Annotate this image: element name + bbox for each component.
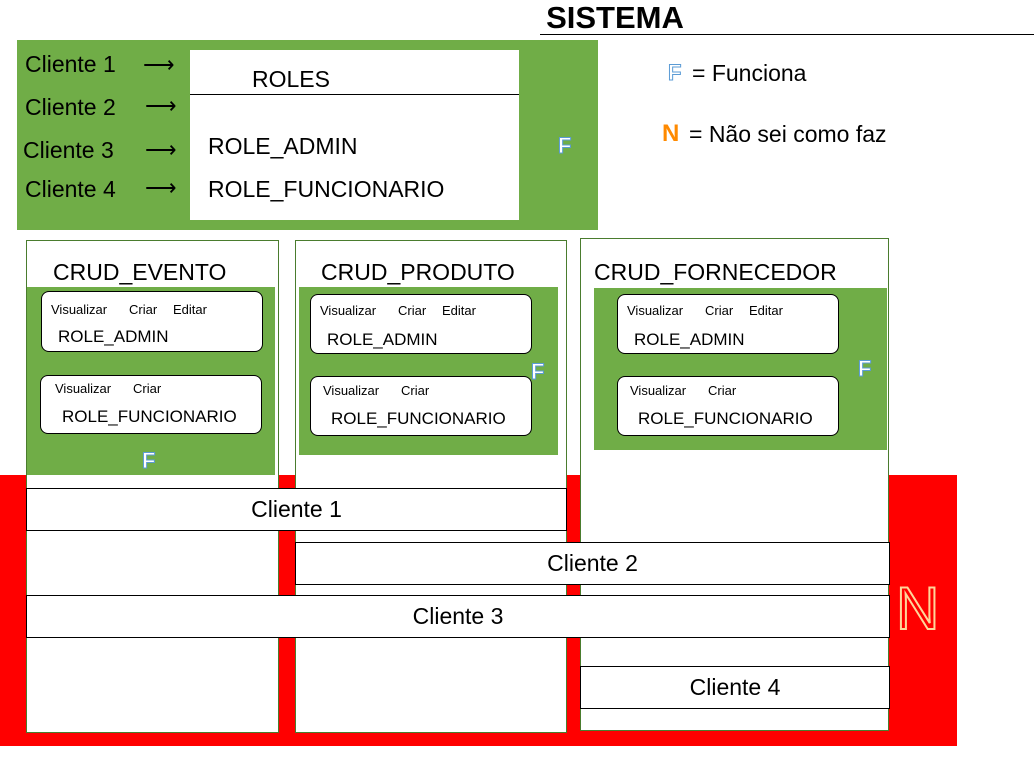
perm-criar: Criar (398, 303, 427, 318)
card-role-funcionario: ROLE_FUNCIONARIO (331, 409, 506, 428)
perm-visualizar: Visualizar (51, 302, 108, 317)
perm-editar: Editar (749, 303, 783, 318)
perm-criar: Criar (133, 381, 162, 396)
perm-visualizar: Visualizar (55, 381, 112, 396)
perm-editar: Editar (442, 303, 476, 318)
funcionario-permission-card: Visualizar Criar ROLE_FUNCIONARIO (617, 376, 839, 436)
card-role-funcionario: ROLE_FUNCIONARIO (638, 409, 813, 428)
perm-criar: Criar (705, 303, 734, 318)
legend-n-icon: N (662, 120, 680, 147)
top-client-2: Cliente 2 (25, 94, 116, 120)
top-client-1: Cliente 1 (25, 51, 116, 77)
n-status-icon: N (895, 575, 940, 642)
arrow-icon: ⟶ (145, 137, 177, 162)
crud-evento-title: CRUD_EVENTO (53, 259, 227, 285)
client-bar-1: Cliente 1 (26, 488, 567, 531)
f-status-icon: F (557, 133, 572, 158)
diagram-title: SISTEMA (546, 0, 684, 35)
arrow-icon: ⟶ (145, 93, 177, 118)
legend-f-icon: F (667, 60, 682, 85)
admin-permission-card: Visualizar Criar Editar ROLE_ADMIN (310, 294, 532, 354)
crud-produto-title: CRUD_PRODUTO (321, 259, 515, 285)
card-role-admin: ROLE_ADMIN (634, 330, 745, 349)
perm-visualizar: Visualizar (323, 383, 380, 398)
arrow-icon: ⟶ (145, 175, 177, 200)
funcionario-permission-card: Visualizar Criar ROLE_FUNCIONARIO (310, 376, 532, 436)
client-bar-3: Cliente 3 (26, 595, 890, 638)
legend-f-text: = Funciona (692, 60, 807, 86)
crud-fornecedor-title: CRUD_FORNECEDOR (594, 259, 837, 285)
perm-criar: Criar (708, 383, 737, 398)
arrow-icon: ⟶ (143, 52, 175, 77)
legend-n-text: = Não sei como faz (689, 121, 887, 147)
f-status-icon: F (857, 356, 872, 381)
funcionario-permission-card: Visualizar Criar ROLE_FUNCIONARIO (40, 375, 262, 434)
perm-editar: Editar (173, 302, 207, 317)
roles-header: ROLES (252, 66, 330, 92)
perm-criar: Criar (129, 302, 158, 317)
perm-visualizar: Visualizar (320, 303, 377, 318)
role-funcionario: ROLE_FUNCIONARIO (208, 176, 445, 202)
roles-box: ROLES ROLE_ADMIN ROLE_FUNCIONARIO (190, 50, 519, 220)
roles-divider (190, 94, 519, 95)
top-client-3: Cliente 3 (23, 137, 114, 163)
admin-permission-card: Visualizar Criar Editar ROLE_ADMIN (41, 291, 263, 352)
card-role-admin: ROLE_ADMIN (58, 327, 169, 346)
f-status-icon: F (141, 448, 156, 473)
admin-permission-card: Visualizar Criar Editar ROLE_ADMIN (617, 294, 839, 354)
perm-visualizar: Visualizar (627, 303, 684, 318)
role-admin: ROLE_ADMIN (208, 133, 358, 159)
card-role-admin: ROLE_ADMIN (327, 330, 438, 349)
title-underline (540, 34, 1034, 35)
client-bar-4: Cliente 4 (580, 666, 890, 709)
f-status-icon: F (530, 359, 545, 384)
perm-visualizar: Visualizar (630, 383, 687, 398)
top-client-4: Cliente 4 (25, 176, 116, 202)
client-bar-2: Cliente 2 (295, 542, 890, 585)
card-role-funcionario: ROLE_FUNCIONARIO (62, 407, 237, 426)
perm-criar: Criar (401, 383, 430, 398)
